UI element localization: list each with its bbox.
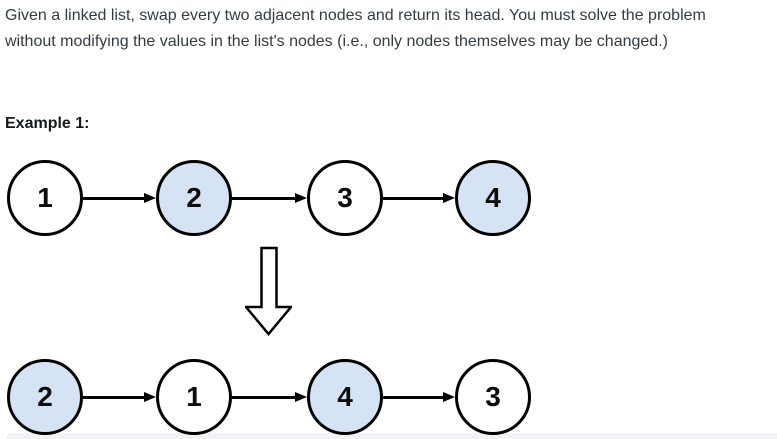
problem-description-line-1: Given a linked list, swap every two adja… [5, 7, 706, 24]
list-node: 2 [7, 359, 83, 435]
list-node: 3 [455, 359, 531, 435]
node-value: 4 [337, 381, 353, 412]
list-node: 2 [156, 160, 232, 236]
node-value: 1 [186, 381, 202, 412]
list-node: 4 [455, 160, 531, 236]
node-value: 1 [37, 182, 53, 213]
example-code-block-edge [6, 433, 777, 439]
problem-description-line-2: without modifying the values in the list… [5, 33, 668, 50]
node-value: 2 [37, 381, 53, 412]
list-node: 3 [307, 160, 383, 236]
next-pointer-arrow [383, 196, 445, 200]
next-pointer-arrow [383, 395, 445, 399]
node-value: 4 [485, 182, 501, 213]
arrowhead-icon [144, 192, 156, 203]
node-value: 2 [186, 182, 202, 213]
arrowhead-icon [295, 391, 307, 402]
next-pointer-arrow [83, 395, 146, 399]
next-pointer-arrow [83, 196, 146, 200]
problem-description: Given a linked list, swap every two adja… [5, 3, 773, 55]
next-pointer-arrow [232, 395, 297, 399]
list-node: 4 [307, 359, 383, 435]
list-node: 1 [156, 359, 232, 435]
arrowhead-icon [443, 391, 455, 402]
next-pointer-arrow [232, 196, 297, 200]
node-value: 3 [485, 381, 501, 412]
arrowhead-icon [295, 192, 307, 203]
list-node: 1 [7, 160, 83, 236]
arrowhead-icon [144, 391, 156, 402]
down-arrow-icon [245, 246, 292, 336]
example-heading: Example 1: [5, 115, 90, 132]
node-value: 3 [337, 182, 353, 213]
arrowhead-icon [443, 192, 455, 203]
